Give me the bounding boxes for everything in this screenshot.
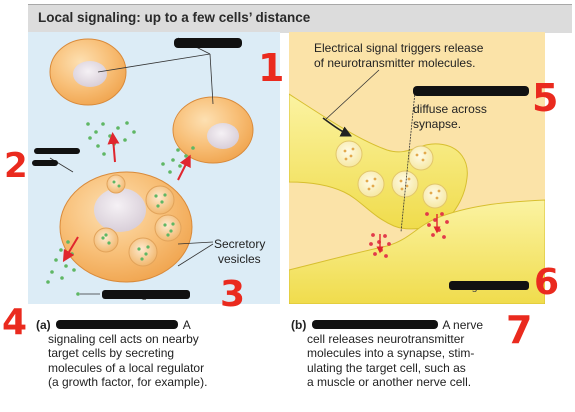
redacted-target-cell-label — [449, 281, 529, 290]
nucleus — [73, 61, 107, 87]
caption-letter: (a) — [36, 318, 51, 332]
panel-local-regulator: Secretory vesicles Local regulator — [28, 32, 280, 304]
annotation-number: 1 — [258, 46, 285, 90]
nucleus — [94, 188, 146, 232]
local-regulator-key-dot — [76, 292, 80, 296]
section-title: Local signaling: up to a few cells’ dist… — [38, 10, 311, 25]
secretory-vesicle — [93, 227, 119, 253]
caption-line: a muscle or another nerve cell. — [307, 374, 472, 389]
signaling-cell — [59, 171, 193, 283]
diffuse-label: synapse. — [413, 117, 461, 131]
redacted-caption-title — [311, 320, 438, 329]
caption-b: (b) A nerve cell releases neurotransmitt… — [291, 318, 545, 389]
caption-line: cell releases neurotransmitter — [307, 332, 465, 347]
electrical-signal-label: of neurotransmitter molecules. — [314, 56, 475, 70]
secretory-vesicle — [128, 237, 158, 267]
caption-line: A nerve — [442, 318, 484, 332]
annotation-number: 7 — [506, 308, 533, 352]
annotation-number: 5 — [532, 76, 559, 120]
caption-line: target cells by secreting — [48, 346, 175, 361]
target-cell — [289, 199, 545, 304]
redacted-neurotransmitter-label — [413, 86, 529, 96]
release-arrows — [62, 132, 191, 263]
redacted-label — [34, 148, 80, 154]
secretory-vesicles-label: Secretory — [214, 237, 265, 251]
leader-lines — [324, 69, 416, 233]
redacted-target-cells-label — [174, 38, 242, 48]
annotation-number: 2 — [4, 146, 28, 186]
local-signaling-diagram: Secretory vesicles Local regulator — [32, 37, 265, 301]
diffuse-label: diffuse across — [413, 102, 487, 116]
caption-line: molecules into a synapse, stim- — [307, 346, 475, 361]
caption-line: (a growth factor, for example). — [48, 374, 208, 389]
nucleus — [207, 123, 239, 149]
electrical-signal-label: Electrical signal triggers release — [314, 41, 484, 55]
caption-line: ulating the target cell, such as — [307, 360, 466, 375]
section-header: Local signaling: up to a few cells’ dist… — [28, 4, 572, 33]
synaptic-vesicles — [335, 140, 448, 209]
diffusion-arrows — [376, 214, 441, 254]
secretory-vesicle — [145, 185, 175, 215]
caption-line: molecules of a local regulator — [48, 360, 205, 375]
caption-a: (a) A signaling cell acts on nearby targ… — [36, 318, 282, 389]
redacted-caption-title — [56, 320, 179, 329]
target-cell-1 — [49, 38, 127, 106]
redacted-local-regulator — [102, 290, 190, 299]
target-cell-2 — [172, 96, 254, 164]
annotation-number: 4 — [2, 302, 28, 343]
caption-line: A — [182, 318, 191, 332]
annotation-number: 6 — [534, 262, 560, 303]
panel-synaptic-signaling: Electrical signal triggers release of ne… — [289, 32, 545, 304]
caption-letter: (b) — [291, 318, 307, 332]
synaptic-signaling-diagram: Electrical signal triggers release of ne… — [289, 41, 545, 304]
annotation-number: 3 — [220, 274, 246, 315]
secretory-vesicle — [106, 174, 126, 194]
secretory-vesicles-label: vesicles — [218, 252, 261, 266]
secretory-vesicle — [154, 214, 182, 242]
redacted-label — [32, 160, 58, 166]
caption-line: signaling cell acts on nearby — [48, 332, 199, 347]
